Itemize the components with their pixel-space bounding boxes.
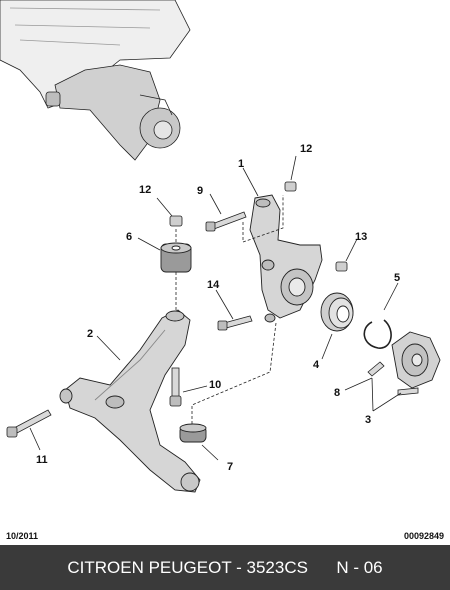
- circlip: [363, 319, 392, 349]
- callout-12-right: 12: [300, 143, 312, 155]
- callout-12-left: 12: [139, 184, 151, 196]
- bushing-7: [179, 423, 207, 443]
- banner-part-number: CITROEN PEUGEOT - 3523CS: [67, 557, 308, 577]
- parts-diagram: 1 2 3 4 5 6 7 8 9 10 11 12 12 13 14: [0, 0, 441, 493]
- callout-6: 6: [126, 231, 132, 243]
- part-banner: CITROEN PEUGEOT - 3523CS N - 06: [0, 545, 450, 590]
- callout-9: 9: [197, 185, 203, 197]
- knuckle-bracket: [242, 195, 284, 243]
- banner-spacer: [308, 558, 336, 578]
- footer-code: 00092849: [403, 531, 444, 541]
- subframe-overview: [0, 0, 191, 161]
- callout-10: 10: [209, 379, 221, 391]
- steering-knuckle: [249, 194, 323, 323]
- leader-lines: [29, 155, 402, 461]
- callout-5: 5: [394, 272, 400, 284]
- bolt-11: [6, 409, 52, 438]
- callout-7: 7: [227, 461, 233, 473]
- wheel-bearing: [320, 292, 354, 332]
- nut-13: [335, 261, 348, 272]
- banner-section: N - 06: [336, 557, 383, 577]
- callout-14: 14: [207, 279, 220, 291]
- callout-13: 13: [355, 231, 367, 243]
- callout-2: 2: [87, 328, 93, 340]
- wheel-studs: [367, 361, 419, 396]
- callout-4: 4: [313, 359, 320, 371]
- nut-left: [169, 215, 183, 227]
- bushing: [160, 242, 192, 273]
- lower-control-arm: [59, 309, 201, 493]
- callout-1: 1: [238, 158, 244, 170]
- bolt-9: [205, 211, 247, 232]
- callout-8: 8: [334, 387, 340, 399]
- bolt-14: [217, 315, 253, 331]
- assembly-guides: [175, 229, 277, 425]
- bolt-10: [169, 367, 182, 407]
- footer-date: 10/2011: [6, 531, 39, 541]
- wheel-hub: [391, 331, 441, 389]
- callout-11: 11: [36, 454, 48, 466]
- nut-right: [284, 181, 297, 192]
- callout-3: 3: [365, 414, 371, 426]
